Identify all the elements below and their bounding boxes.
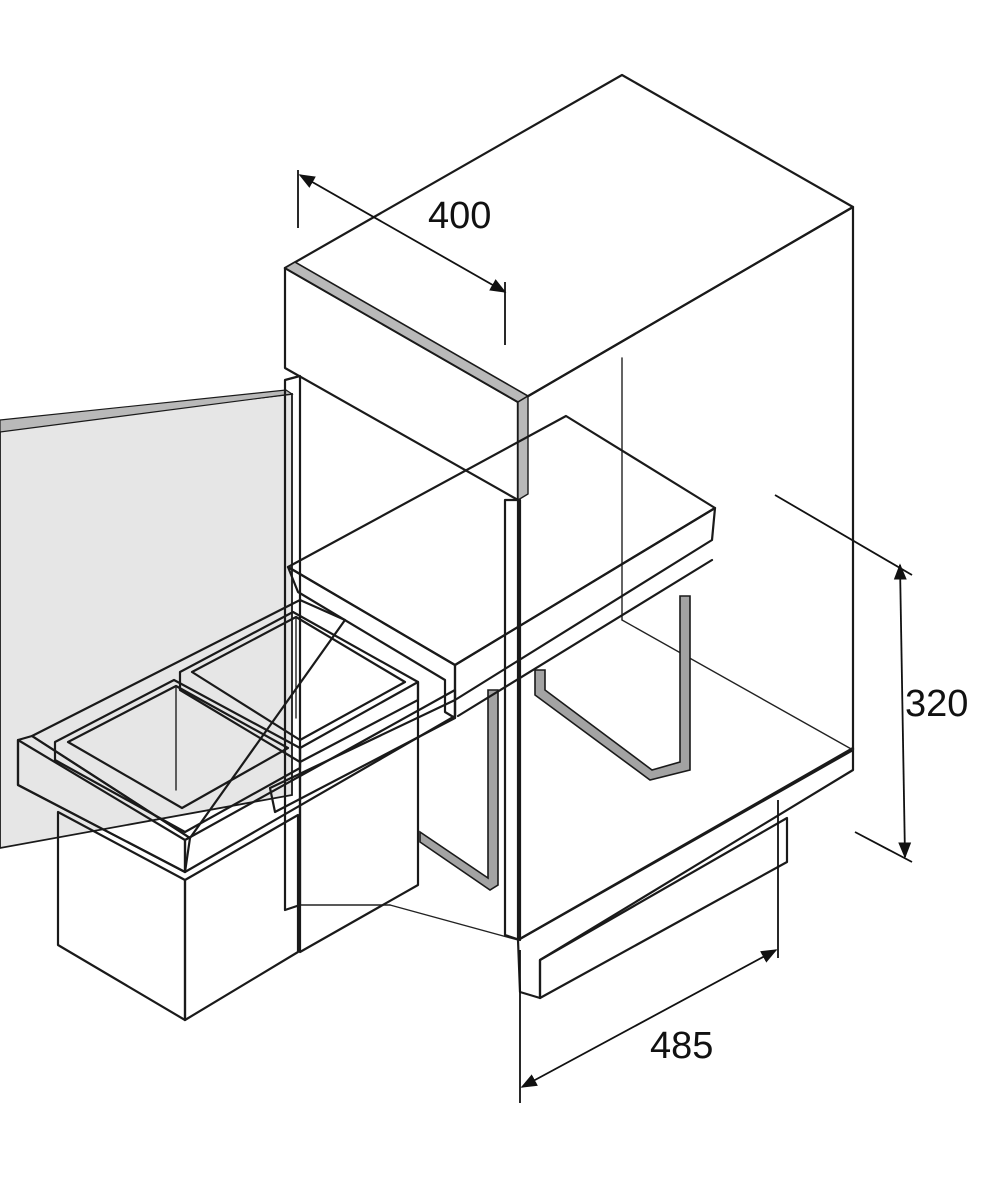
lid-front-edge	[453, 506, 717, 702]
dimension-height: 320	[774, 494, 968, 863]
front-bin-opening	[66, 684, 290, 810]
cabinet-interior-line	[389, 904, 519, 941]
cabinet-top	[283, 73, 855, 404]
cabinet-base	[538, 816, 789, 1000]
dimension-width: 400	[297, 170, 507, 345]
cabinet-front-panel-side	[517, 394, 529, 502]
rail-front-beam	[268, 698, 457, 814]
cabinet-right-side	[516, 205, 855, 942]
cabinet-front-panel-edge	[283, 261, 530, 403]
cabinet-interior-line	[621, 619, 854, 751]
height-extension-line	[854, 831, 913, 863]
pull-out-lid	[286, 414, 717, 720]
back-bin-body	[298, 680, 420, 954]
front-rail-crossbar	[183, 688, 457, 874]
width-dimension-line	[298, 174, 507, 293]
front-bin-side-face	[183, 813, 300, 1022]
width-dimension-label: 400	[428, 195, 491, 237]
cabinet-plinth	[516, 746, 855, 1000]
front-bin-rim	[53, 678, 302, 834]
front-bin-front-face	[56, 810, 187, 1022]
cabinet-door	[0, 389, 294, 849]
waste-bin-front	[53, 678, 302, 1022]
cabinet-door-edge	[0, 389, 294, 433]
lid-rail-line	[456, 558, 714, 718]
front-frame-bracket	[419, 689, 499, 891]
rear-frame-bracket	[534, 595, 691, 781]
bin-frame-brackets	[419, 595, 691, 891]
pull-out-front-rail	[16, 688, 457, 874]
back-bin-rim	[178, 610, 420, 764]
lid-top-surface	[286, 414, 717, 667]
waste-bin-back	[178, 610, 420, 954]
depth-dimension-line	[520, 949, 778, 1088]
cabinet-center-post	[503, 498, 522, 942]
height-extension-line	[774, 494, 913, 576]
height-dimension-label: 320	[905, 683, 968, 725]
cabinet-door-face	[0, 392, 293, 849]
cabinet-body	[283, 73, 855, 1000]
cabinet-front-panel	[283, 266, 520, 502]
dimension-depth: 485	[519, 800, 779, 1103]
rail-cap-top	[30, 598, 347, 840]
back-bin-opening	[190, 615, 407, 742]
depth-dimension-label: 485	[650, 1025, 713, 1067]
height-dimension-line	[893, 563, 912, 859]
lid-left-lip	[286, 565, 457, 720]
